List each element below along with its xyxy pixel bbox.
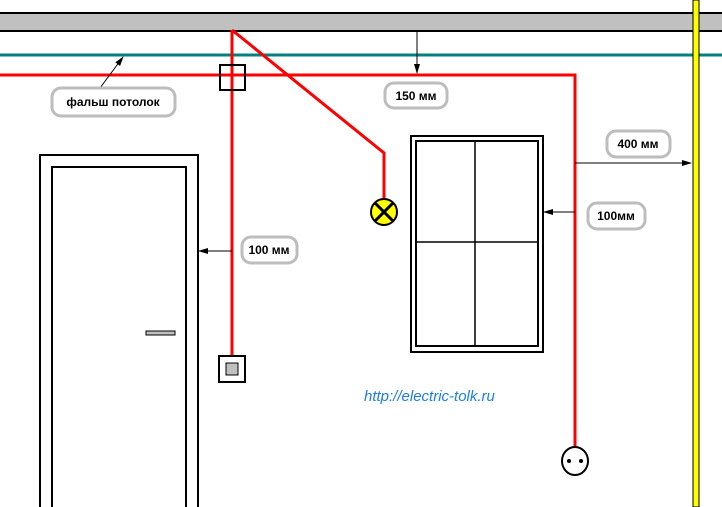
window [410,135,544,353]
ceiling-slab [0,12,722,32]
watermark-url: http://electric-tolk.ru [364,388,496,405]
socket-icon [561,446,589,476]
door [39,154,199,507]
svg-text:фальш потолок: фальш потолок [66,95,160,109]
svg-text:150 мм: 150 мм [395,89,436,103]
label-window-offset: 100мм [586,201,647,231]
svg-text:100 мм: 100 мм [248,243,289,257]
corner-line [692,0,700,507]
label-ceiling-offset: 150 мм [383,81,449,110]
label-door-offset: 100 мм [240,235,299,265]
label-false-ceiling: фальш потолок [50,86,177,118]
lamp-icon [370,198,398,226]
label-corner-offset: 400 мм [605,129,672,159]
junction-box [219,64,246,91]
svg-text:100мм: 100мм [597,209,635,223]
dimension-arrows [99,31,692,254]
svg-text:400 мм: 400 мм [617,137,658,151]
switch-icon [218,355,246,383]
wires [0,28,577,448]
